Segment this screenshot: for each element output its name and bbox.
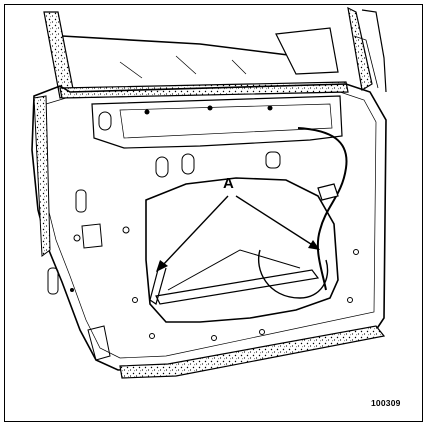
mirror-patch [275,27,339,75]
connector [317,183,339,201]
hole-11 [353,249,359,255]
left-window-seal [43,11,75,99]
hole-2 [207,105,213,111]
hole-6 [122,226,130,234]
right-frame-inner [353,35,379,89]
glass-hatch-2 [175,55,197,75]
hinge-bracket [81,223,103,249]
hole-4 [73,234,81,242]
bottom-seal-strip [119,325,386,379]
upper-rail-inner [119,103,333,139]
left-seal-strip [33,95,51,257]
hole-8 [149,333,155,339]
arrowhead-2 [308,240,320,250]
upper-rail [91,95,343,149]
door-panel-outline [31,83,387,371]
right-frame-outer [361,9,387,93]
cable-loom [297,127,348,291]
check-strap [87,325,111,361]
slot-4 [265,151,281,169]
service-aperture [145,177,339,323]
slot-2 [155,156,169,178]
slot-1 [98,111,112,131]
figure-frame [4,4,423,422]
hole-12 [347,297,353,303]
figure-reference-number: 100309 [371,398,401,408]
callout-label-a: A [223,175,234,192]
hole-9 [211,335,217,341]
slot-6 [47,267,59,295]
arrow-line-1 [161,195,229,267]
hole-1 [144,109,150,115]
arrow-line-2 [235,195,315,247]
cable-loom-2 [258,249,329,299]
hole-3 [267,105,273,111]
regulator-rail-lower [155,269,320,305]
slot-5 [75,189,87,213]
glass-hatch-3 [231,59,247,75]
right-window-seal [347,6,373,91]
hole-10 [259,329,265,335]
slot-3 [181,153,195,175]
hole-7 [132,297,138,303]
arrowhead-1 [156,260,168,272]
hole-5 [70,288,74,292]
regulator-rail-left [149,261,167,305]
window-glass-top [61,35,301,71]
glass-hatch-1 [119,61,143,79]
regulator-cable [167,249,301,291]
